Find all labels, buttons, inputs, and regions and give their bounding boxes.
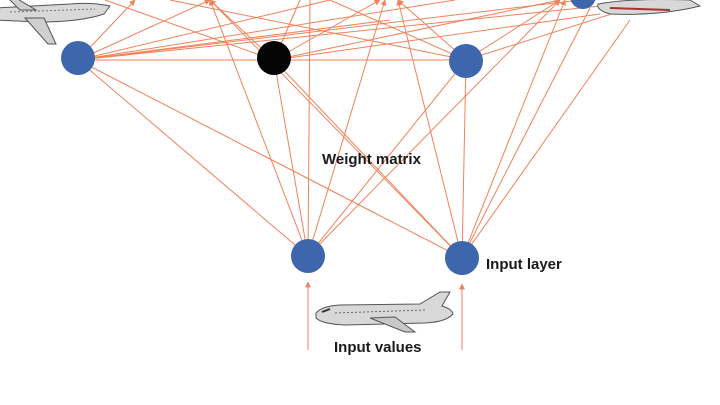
connection-line	[329, 0, 467, 61]
input-node	[291, 239, 325, 273]
connection-line	[77, 0, 211, 61]
connection-line	[77, 59, 463, 259]
input-node	[445, 241, 479, 275]
connection-line	[209, 0, 463, 259]
connection-line	[104, 0, 275, 61]
connection-line	[271, 59, 309, 257]
connection-line	[396, 0, 463, 259]
airplane-icon	[315, 291, 454, 333]
connection-line	[461, 59, 469, 259]
connection-line	[77, 0, 331, 61]
connection-line	[77, 59, 309, 257]
connection-line	[77, 4, 611, 61]
hidden-node	[449, 44, 483, 78]
input-values-label: Input values	[334, 339, 422, 356]
network-nodes	[61, 0, 596, 275]
connection-line	[77, 19, 391, 61]
connection-line	[273, 0, 381, 61]
connection-line	[461, 0, 566, 259]
connection-line	[461, 19, 631, 259]
connection-line	[273, 59, 463, 259]
connection-line	[465, 0, 561, 61]
connection-lines	[77, 0, 641, 350]
connection-line	[307, 0, 387, 257]
connection-line	[273, 13, 601, 61]
output-node	[570, 0, 596, 9]
connection-line	[461, 7, 591, 259]
airplane-icon	[0, 0, 111, 45]
active-hidden-node	[257, 41, 291, 75]
connection-line	[273, 0, 561, 61]
connection-line	[77, 0, 581, 61]
hidden-node	[61, 41, 95, 75]
connection-line	[169, 0, 467, 61]
connection-line	[307, 0, 311, 257]
connection-line	[77, 0, 456, 61]
weight-matrix-label: Weight matrix	[322, 151, 421, 168]
airplane-icon	[597, 0, 702, 15]
input-layer-label: Input layer	[486, 256, 562, 273]
connection-line	[307, 59, 467, 257]
connection-line	[307, 0, 561, 257]
